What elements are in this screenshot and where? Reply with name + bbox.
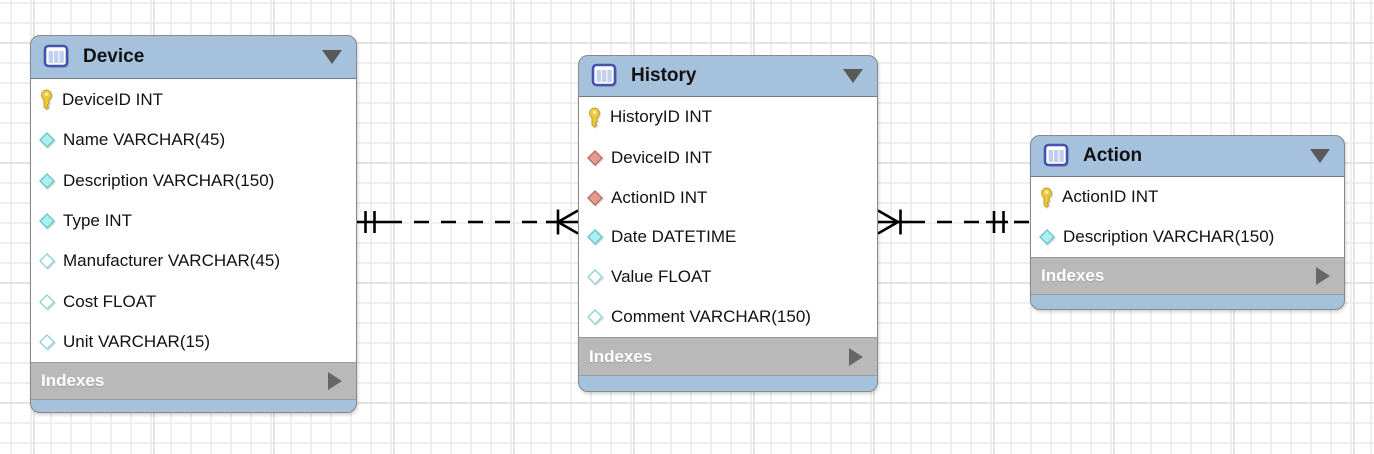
table-history-columns: HistoryID INT DeviceID INT ActionID INT … — [579, 96, 877, 338]
table-action-header[interactable]: Action — [1031, 136, 1344, 176]
table-device-columns: DeviceID INT Name VARCHAR(45) Descriptio… — [31, 78, 356, 363]
primary-key-icon — [1041, 187, 1052, 208]
collapse-arrow-icon[interactable] — [843, 69, 863, 83]
column-nullable-icon — [587, 309, 603, 326]
column-row[interactable]: ActionID INT — [1031, 177, 1344, 218]
column-row[interactable]: Manufacturer VARCHAR(45) — [31, 241, 356, 281]
indexes-label: Indexes — [1041, 266, 1105, 285]
table-title: History — [631, 65, 697, 86]
table-title: Action — [1083, 145, 1143, 166]
table-device-header[interactable]: Device — [31, 36, 356, 78]
table-action-columns: ActionID INT Description VARCHAR(150) — [1031, 176, 1344, 258]
column-row[interactable]: Unit VARCHAR(15) — [31, 322, 356, 362]
table-icon — [1043, 143, 1069, 167]
column-label: Value FLOAT — [611, 267, 712, 287]
relationship-device-history[interactable] — [357, 209, 579, 235]
table-title: Device — [83, 46, 145, 67]
table-device[interactable]: Device DeviceID INT Name VARCHAR(45) Des… — [30, 35, 357, 413]
table-icon — [43, 44, 69, 68]
column-label: Description VARCHAR(150) — [63, 170, 275, 190]
column-label: ActionID INT — [611, 187, 708, 207]
column-row[interactable]: Date DATETIME — [579, 217, 877, 257]
table-history[interactable]: History HistoryID INT DeviceID INT Actio… — [578, 55, 878, 392]
column-notnull-icon — [1039, 229, 1055, 246]
column-label: Name VARCHAR(45) — [63, 130, 226, 150]
column-label: Manufacturer VARCHAR(45) — [63, 251, 280, 271]
column-notnull-icon — [587, 229, 603, 246]
primary-key-icon — [589, 107, 600, 128]
column-row[interactable]: Description VARCHAR(150) — [31, 161, 356, 201]
expand-arrow-icon[interactable] — [1316, 267, 1330, 285]
indexes-label: Indexes — [41, 371, 105, 390]
column-nullable-icon — [39, 333, 55, 350]
table-bottom-strip — [1031, 295, 1344, 309]
column-row[interactable]: DeviceID INT — [579, 138, 877, 178]
table-action-indexes-bar[interactable]: Indexes — [1031, 258, 1344, 295]
column-nullable-icon — [39, 253, 55, 270]
column-label: Cost FLOAT — [63, 291, 157, 311]
column-row[interactable]: ActionID INT — [579, 178, 877, 218]
column-label: Description VARCHAR(150) — [1063, 227, 1275, 247]
collapse-arrow-icon[interactable] — [1310, 149, 1330, 163]
column-row[interactable]: Description VARCHAR(150) — [1031, 218, 1344, 258]
table-bottom-strip — [579, 376, 877, 391]
column-label: Date DATETIME — [611, 227, 737, 247]
foreign-key-icon — [587, 189, 603, 206]
table-bottom-strip — [31, 400, 356, 412]
column-label: DeviceID INT — [611, 147, 713, 167]
column-row[interactable]: Type INT — [31, 201, 356, 241]
column-nullable-icon — [39, 293, 55, 310]
column-nullable-icon — [587, 269, 603, 286]
column-label: Unit VARCHAR(15) — [63, 331, 211, 351]
column-label: Type INT — [63, 210, 132, 230]
collapse-arrow-icon[interactable] — [322, 50, 342, 64]
column-label: Comment VARCHAR(150) — [611, 307, 811, 327]
relationship-history-action[interactable] — [877, 209, 1029, 235]
column-notnull-icon — [39, 172, 55, 189]
table-history-indexes-bar[interactable]: Indexes — [579, 338, 877, 376]
table-icon — [591, 63, 617, 87]
column-row[interactable]: DeviceID INT — [31, 79, 356, 120]
column-notnull-icon — [39, 132, 55, 149]
table-device-indexes-bar[interactable]: Indexes — [31, 363, 356, 400]
column-label: HistoryID INT — [610, 107, 712, 127]
indexes-label: Indexes — [589, 346, 653, 366]
column-row[interactable]: HistoryID INT — [579, 97, 877, 138]
expand-arrow-icon[interactable] — [849, 347, 863, 366]
column-label: DeviceID INT — [62, 89, 164, 109]
column-label: ActionID INT — [1062, 187, 1159, 207]
column-row[interactable]: Name VARCHAR(45) — [31, 120, 356, 160]
expand-arrow-icon[interactable] — [328, 372, 342, 390]
column-notnull-icon — [39, 212, 55, 229]
table-history-header[interactable]: History — [579, 56, 877, 96]
column-row[interactable]: Cost FLOAT — [31, 281, 356, 321]
column-row[interactable]: Value FLOAT — [579, 257, 877, 297]
column-row[interactable]: Comment VARCHAR(150) — [579, 297, 877, 337]
foreign-key-icon — [587, 149, 603, 166]
table-action[interactable]: Action ActionID INT Description VARCHAR(… — [1030, 135, 1345, 310]
primary-key-icon — [41, 89, 52, 111]
